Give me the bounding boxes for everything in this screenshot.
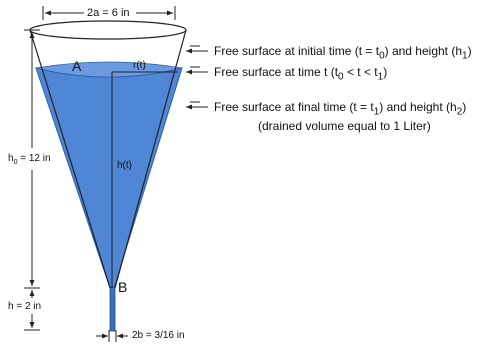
height-label: h(t) — [117, 160, 132, 171]
h0-arrow-up — [29, 32, 35, 38]
radius-label: r(t) — [133, 60, 146, 71]
surface-leader-3 — [186, 101, 208, 110]
surface-leader-1 — [186, 45, 208, 54]
bottom-dim-arrow-right — [117, 333, 123, 339]
h-label: h = 2 in — [8, 301, 42, 312]
top-dim-arrow-left — [45, 10, 51, 16]
cone-right-wall — [114, 29, 187, 289]
drained-volume-note: (drained volume equal to 1 Liter) — [258, 119, 431, 133]
surface-initial-text: Free surface at initial time (t = t0) an… — [214, 44, 472, 62]
bottom-width-label: 2b = 3/16 in — [132, 330, 185, 341]
h0-label: h0 = 12 in — [8, 153, 51, 166]
liquid-volume — [35, 67, 183, 289]
surface-current-text: Free surface at time t (t0 < t < t1) — [214, 65, 388, 83]
top-width-label: 2a = 6 in — [87, 7, 130, 19]
h-arrow-down — [29, 322, 35, 328]
outlet-tube — [109, 286, 116, 332]
point-a-label: A — [72, 58, 82, 74]
cone-rim — [29, 20, 187, 40]
liquid-surface — [35, 61, 183, 78]
bottom-dim-arrow-left — [102, 333, 108, 339]
h-arrow-up — [29, 290, 35, 296]
cone-left-wall — [29, 29, 111, 289]
surface-final-text: Free surface at final time (t = t1) and … — [214, 100, 467, 118]
h0-arrow-down — [29, 280, 35, 286]
point-b-label: B — [118, 279, 128, 295]
surface-leader-2 — [186, 66, 208, 75]
top-dim-arrow-right — [167, 10, 173, 16]
